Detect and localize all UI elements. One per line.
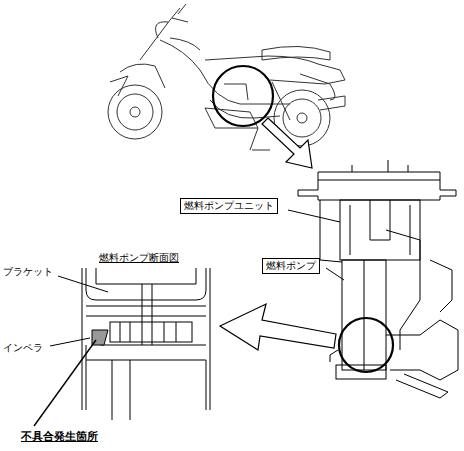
part-label: ブラケット [2, 266, 54, 278]
fuel-pump-unit [298, 160, 458, 398]
leader-line [50, 338, 90, 346]
part-label: 燃料ポンプユニット [180, 198, 278, 214]
pump-cross-section [82, 268, 210, 420]
defect-location-label: 不具合発生箇所 [20, 430, 99, 443]
leader-line [326, 268, 344, 280]
motorcycle [108, 4, 345, 150]
leader-line [288, 210, 340, 222]
part-label: インペラ [2, 342, 44, 354]
section-title: 燃料ポンプ断面図 [98, 252, 180, 264]
leader-line [58, 276, 108, 292]
part-label: 燃料ポンプ [262, 258, 320, 274]
